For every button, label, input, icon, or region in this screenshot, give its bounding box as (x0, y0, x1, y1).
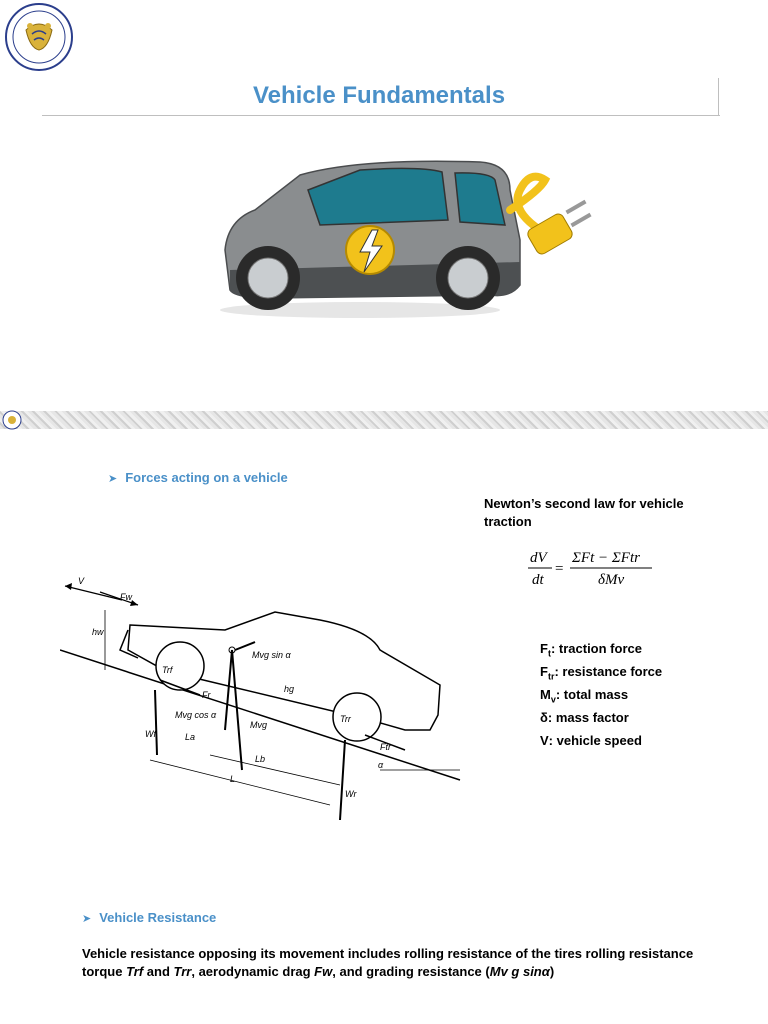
label-ftr: Ftr (380, 742, 392, 752)
definition-item: V: vehicle speed (540, 733, 642, 749)
label-alpha: α (378, 760, 384, 770)
rear-wheel (332, 692, 382, 742)
formula-lhs-num: dV (530, 550, 549, 566)
label-wr: Wr (345, 789, 357, 799)
university-seal-small-logo (2, 410, 22, 430)
label-hg: hg (284, 684, 294, 694)
page-title: Vehicle Fundamentals (252, 82, 506, 109)
label-trr: Trr (340, 714, 352, 724)
forces-heading-text: Forces acting on a vehicle (125, 470, 288, 485)
decorative-band (0, 411, 768, 429)
formula-lhs-den: dt (532, 572, 545, 588)
label-la: La (185, 732, 195, 742)
definitions-list: Ft: traction force Ftr: resistance force… (540, 640, 662, 755)
electric-car-illustration (220, 160, 592, 318)
university-seal-logo (5, 3, 73, 71)
label-mvg: Mvg (250, 720, 267, 730)
label-fw: Fw (120, 592, 132, 602)
newton-law-text: Newton’s second law for vehicle traction (484, 496, 684, 529)
resistance-heading-text: Vehicle Resistance (99, 910, 217, 925)
bullet-arrow-icon: ➤ (108, 473, 118, 485)
label-hw: hw (92, 627, 104, 637)
vehicle-forces-diagram: V Fw hw Mvg sin α Trf Fr hg Mvg cos α Mv… (60, 576, 461, 821)
label-v: V (78, 576, 85, 586)
formula-rhs-num: ΣFt − ΣFtr (571, 550, 640, 566)
resistance-paragraph: Vehicle resistance opposing its movement… (82, 946, 694, 979)
newton-formula: dV dt = ΣFt − ΣFtr δMv (528, 550, 652, 588)
title-divider (42, 115, 720, 116)
formula-rhs-den: δMv (598, 572, 624, 588)
svg-text:=: = (555, 561, 563, 577)
resistance-heading: ➤ Vehicle Resistance (82, 910, 216, 925)
definition-item: δ: mass factor (540, 710, 629, 726)
title-vertical-divider (718, 78, 719, 116)
bullet-arrow-icon: ➤ (82, 913, 92, 925)
road-incline-line (60, 649, 461, 781)
label-fr: Fr (202, 690, 211, 700)
label-lb: Lb (255, 754, 265, 764)
label-trf: Trf (162, 665, 174, 675)
definition-item: Ft: traction force (540, 641, 642, 659)
label-l: L (230, 774, 235, 784)
forces-heading: ➤ Forces acting on a vehicle (108, 470, 288, 485)
definition-item: Ftr: resistance force (540, 664, 663, 682)
label-mvg-sin: Mvg sin α (252, 650, 292, 660)
front-wheel (155, 641, 205, 691)
definition-item: Mv: total mass (540, 687, 629, 705)
label-wf: Wf (145, 729, 157, 739)
label-mvg-cos: Mvg cos α (175, 710, 217, 720)
